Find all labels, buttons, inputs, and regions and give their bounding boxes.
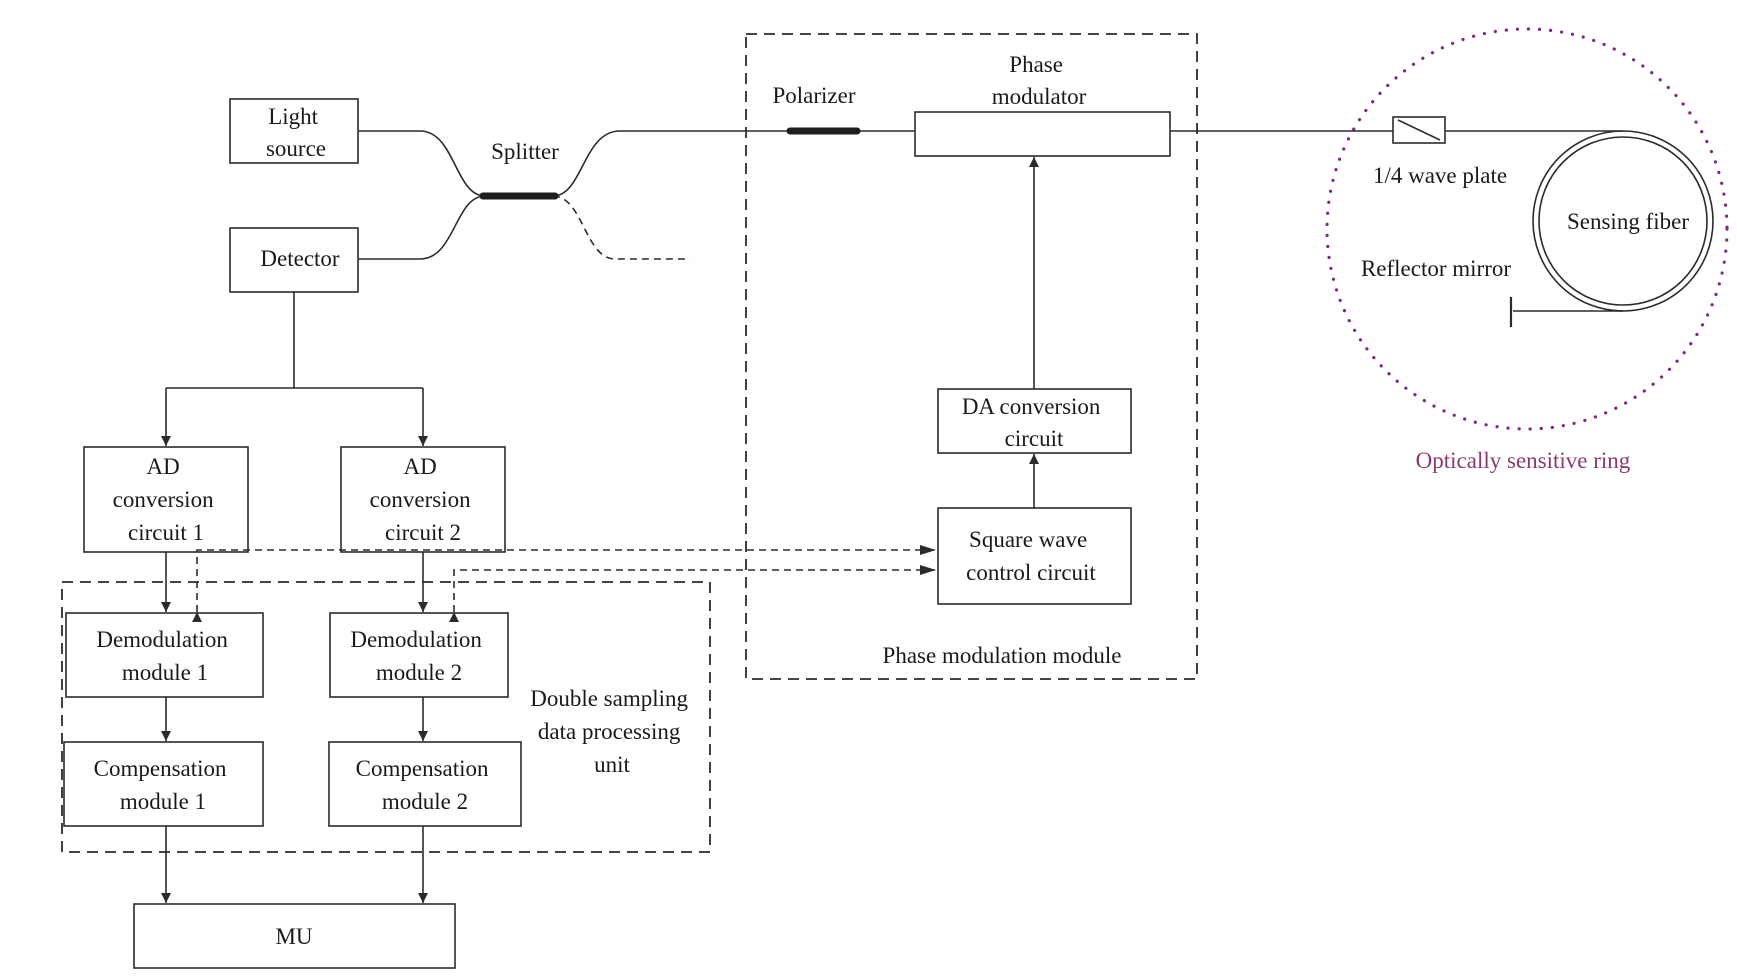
detector-box: [229, 227, 359, 293]
sensing-fiber-coil-inner: [1538, 136, 1708, 306]
phase-modulator-box: [914, 111, 1171, 157]
control-line-demod2: [449, 565, 936, 622]
compensation-1-label: Compensation module 1: [94, 756, 233, 814]
ad-conversion-2-label: AD conversion circuit 2: [370, 454, 477, 545]
phase-modulation-module-label: Phase modulation module: [883, 643, 1122, 668]
demodulation-1-label: Demodulation module 1: [96, 627, 233, 685]
ad-conversion-1-label: AD conversion circuit 1: [113, 454, 220, 545]
demodulation-1-box: [65, 612, 264, 698]
optical-ring-label: Optically sensitive ring: [1416, 448, 1631, 473]
square-wave-box: [937, 507, 1132, 605]
da-conversion-label: DA conversion circuit: [962, 394, 1106, 451]
control-line-demod1: [192, 545, 936, 622]
reflector-mirror-label: Reflector mirror: [1361, 256, 1511, 281]
light-source-label: Light source: [266, 104, 326, 161]
light-source-box: [229, 98, 359, 164]
optical-ring-circle: [1325, 27, 1729, 431]
da-conversion-box: [937, 388, 1132, 454]
demodulation-2-box: [329, 612, 509, 698]
detector-label: Detector: [260, 246, 340, 271]
splitter-label: Splitter: [491, 139, 559, 164]
double-sampling-label: Double sampling data processing unit: [530, 686, 694, 777]
fiber-unused-port: [552, 195, 690, 260]
square-wave-label: Square wave control circuit: [966, 527, 1096, 585]
phase-modulator-label: Phase modulator: [992, 52, 1087, 109]
compensation-2-box: [328, 741, 522, 827]
mu-label: MU: [275, 924, 312, 949]
wave-plate-label: 1/4 wave plate: [1373, 163, 1507, 188]
demodulation-2-label: Demodulation module 2: [350, 627, 487, 685]
wave-plate-diagonal: [1397, 119, 1441, 141]
fiber-detector-to-splitter: [358, 195, 486, 260]
fiber-splitter-to-modulator: [552, 130, 915, 197]
polarizer-label: Polarizer: [772, 83, 855, 108]
phase-modulation-module-box: [745, 33, 1198, 680]
fiber-light-to-splitter: [358, 130, 486, 197]
compensation-1-box: [63, 741, 264, 827]
mu-box: [133, 903, 456, 969]
sensing-fiber-label: Sensing fiber: [1567, 209, 1689, 234]
compensation-2-label: Compensation module 2: [356, 756, 495, 814]
